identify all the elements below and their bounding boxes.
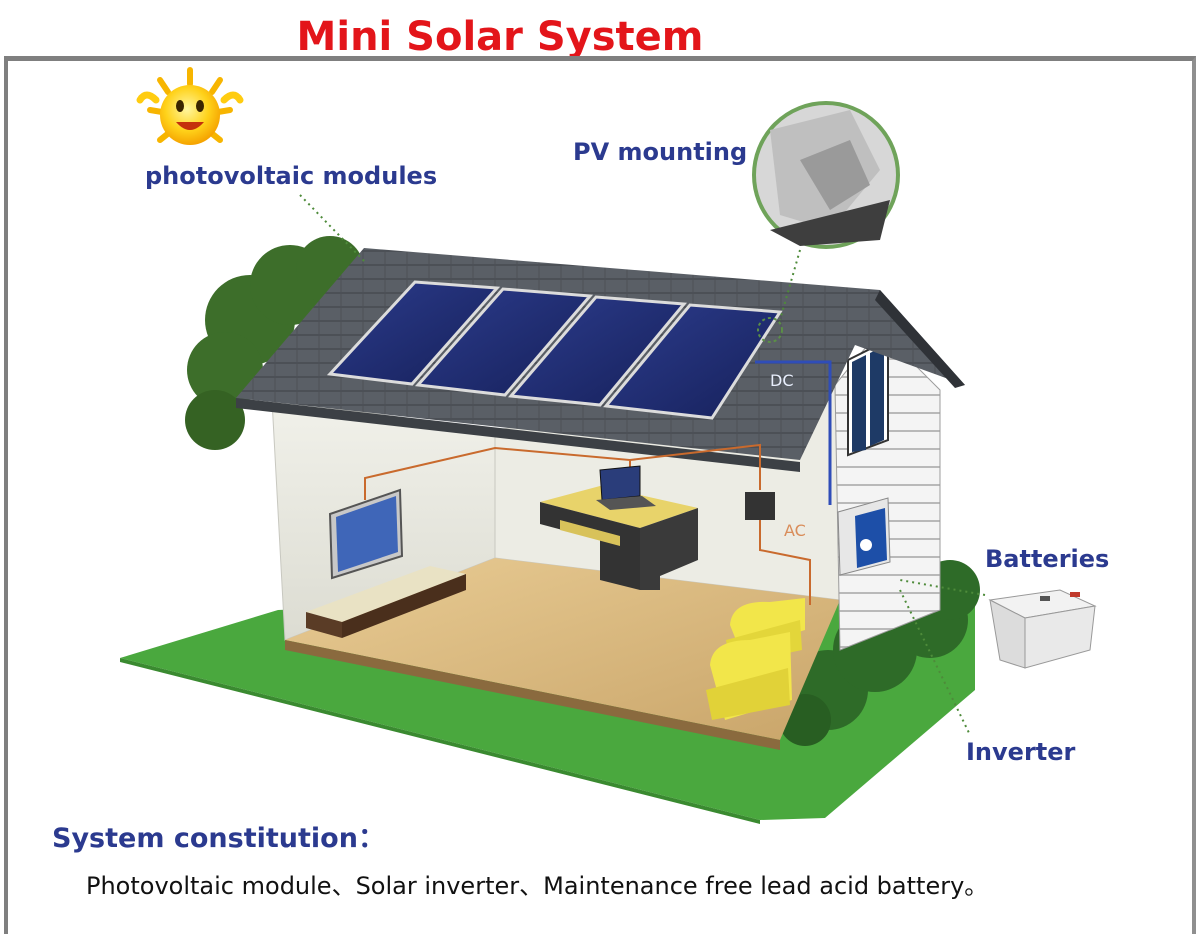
- tree-left: [185, 236, 364, 450]
- bench: [306, 566, 466, 638]
- solar-panels: [326, 280, 783, 420]
- system-constitution-text: Photovoltaic module、Solar inverter、Maint…: [86, 872, 989, 900]
- pv-mounting-detail: [752, 101, 900, 343]
- pv-mounting-label: PV mounting: [573, 138, 748, 166]
- battery-icon: [988, 589, 1097, 669]
- window: [847, 338, 889, 457]
- inverter-label: Inverter: [966, 738, 1076, 766]
- armchairs: [706, 598, 805, 720]
- laptop: [596, 465, 656, 510]
- page-title: Mini Solar System: [296, 14, 704, 60]
- tv: [328, 488, 404, 580]
- charge-controller: [745, 492, 775, 520]
- dc-label: DC: [770, 371, 794, 390]
- inverter-unit: [837, 497, 891, 576]
- leader-lines: [299, 194, 986, 736]
- system-constitution-heading: System constitution：: [52, 823, 385, 854]
- ac-label: AC: [784, 521, 806, 540]
- diagram-frame: [4, 56, 1196, 934]
- batteries-label: Batteries: [985, 545, 1110, 573]
- sun-icon: [136, 67, 244, 145]
- photovoltaic-modules-label: photovoltaic modules: [145, 162, 438, 190]
